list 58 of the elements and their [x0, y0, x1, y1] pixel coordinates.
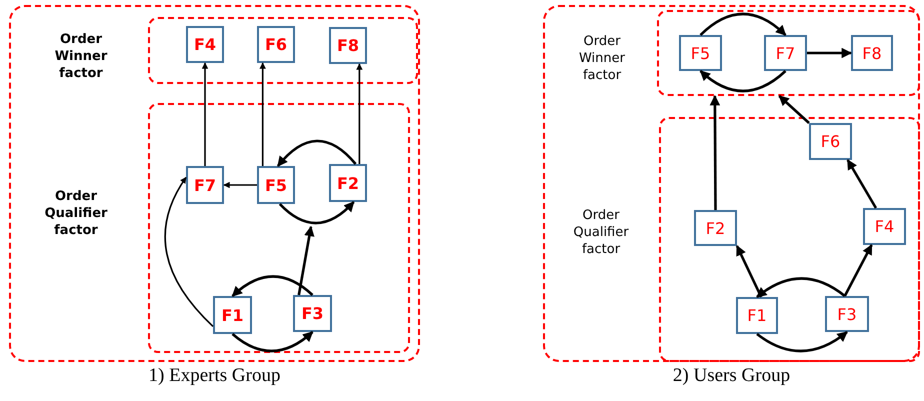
group-label: Order Qualifier factor — [44, 188, 108, 239]
arrow — [223, 182, 257, 188]
factor-box — [186, 166, 224, 204]
arrow — [298, 226, 314, 296]
arrow — [736, 245, 762, 298]
arrow — [844, 244, 873, 297]
factor-box — [186, 26, 224, 63]
factor-box — [863, 208, 906, 245]
factor-label: F1 — [221, 306, 244, 324]
arrow — [232, 275, 314, 297]
arrow — [700, 12, 786, 36]
factor-label: F1 — [747, 306, 767, 325]
arrow — [232, 331, 314, 352]
arrow — [778, 95, 810, 124]
factor-label: F7 — [194, 176, 216, 194]
factor-box — [694, 210, 737, 246]
factor-label: F5 — [264, 176, 288, 194]
arrow — [276, 140, 357, 167]
factor-label: F4 — [874, 217, 894, 236]
factor-box — [851, 35, 893, 71]
arrow — [846, 159, 878, 209]
arrow — [202, 62, 208, 166]
factor-label: F6 — [264, 35, 288, 54]
factor-label: F3 — [301, 304, 324, 323]
group-label: Order Winner factor — [578, 33, 626, 84]
factor-label: F7 — [776, 44, 796, 62]
factor-box — [329, 164, 367, 202]
factor-label: F6 — [820, 132, 840, 151]
panel-title: 1) Experts Group — [148, 365, 280, 387]
factor-box — [679, 35, 722, 71]
arrow — [756, 330, 848, 352]
arrow — [260, 62, 266, 166]
arrow — [356, 63, 363, 164]
factor-box — [213, 296, 252, 334]
factor-box — [293, 295, 332, 332]
factor-box — [825, 296, 869, 332]
factor-label: F3 — [837, 304, 857, 324]
panel-title: 2) Users Group — [672, 365, 790, 387]
factor-box — [257, 26, 295, 63]
arrow — [756, 277, 846, 298]
factor-box — [764, 35, 807, 71]
factor-label: F2 — [706, 218, 726, 238]
group-label: Order Winner factor — [54, 31, 108, 82]
factor-box — [329, 27, 367, 64]
factor-label: F8 — [862, 44, 882, 62]
factor-box — [736, 297, 778, 334]
arrow — [807, 48, 852, 58]
arrow — [710, 94, 720, 210]
arrow — [164, 176, 214, 327]
factor-box — [809, 123, 852, 160]
group-label: Order Qualifier factor — [572, 207, 630, 258]
arrow — [278, 201, 355, 224]
factor-label: F4 — [194, 35, 216, 54]
factor-label: F5 — [690, 44, 710, 62]
arrow — [700, 70, 786, 92]
factor-box — [257, 166, 295, 204]
factor-label: F2 — [336, 174, 360, 192]
factor-label: F8 — [336, 36, 360, 55]
